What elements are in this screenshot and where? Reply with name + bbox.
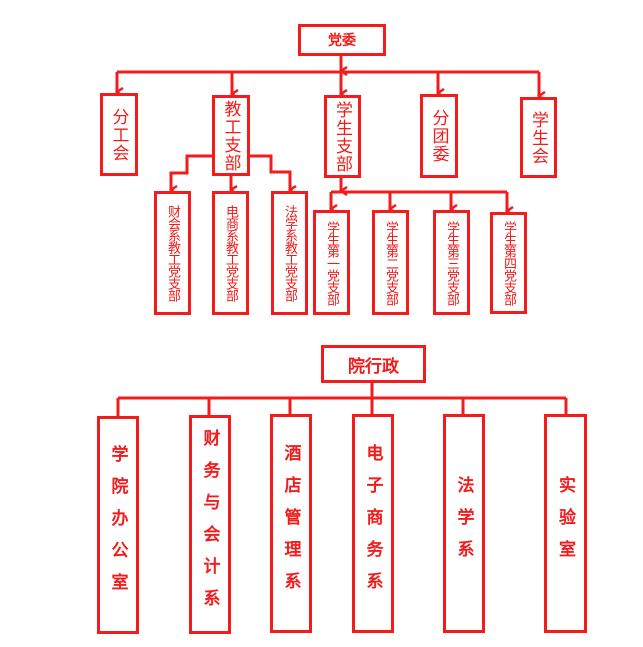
node-faculty-branch-accounting: 财会系教工党支部 [154, 191, 191, 315]
node-student-branch-3: 学生第三党支部 [433, 210, 470, 315]
node-label: 酒店管理系 [280, 443, 301, 604]
node-label: 财务与会计系 [199, 428, 220, 621]
node-label: 院行政 [348, 356, 399, 377]
node-label: 学院办公室 [107, 445, 128, 605]
node-label: 学生会 [528, 110, 548, 165]
node-faculty-branch-ecommerce: 电商系教工党支部 [212, 191, 249, 315]
node-law-dept: 法学系 [443, 414, 485, 633]
node-ecommerce-dept: 电子商务系 [352, 414, 394, 633]
node-student-branch-4: 学生第四党支部 [490, 212, 527, 314]
node-label: 分工会 [108, 107, 129, 162]
node-youth-league: 分团委 [420, 94, 458, 178]
node-label: 学生第一党支部 [324, 220, 339, 305]
node-label: 电商系教工党支部 [223, 205, 238, 301]
node-label: 电子商务系 [362, 443, 383, 604]
node-finance-accounting-dept: 财务与会计系 [189, 415, 231, 634]
node-label: 学生第二党支部 [383, 220, 398, 305]
node-hotel-management-dept: 酒店管理系 [270, 414, 312, 633]
node-label: 分团委 [428, 109, 449, 163]
node-college-office: 学院办公室 [97, 416, 139, 634]
node-faculty-branch: 教工支部 [212, 95, 250, 176]
node-student-branch-1: 学生第一党支部 [313, 210, 350, 315]
node-student-branch: 学生支部 [324, 95, 361, 178]
node-label: 学生第三党支部 [444, 220, 459, 305]
node-label: 党委 [328, 33, 356, 49]
node-faculty-branch-law: 法学系教工党支部 [271, 191, 308, 315]
node-student-branch-2: 学生第二党支部 [372, 210, 409, 315]
node-label: 法学系教工党支部 [282, 205, 297, 301]
node-label: 法学系 [453, 475, 474, 572]
node-student-union: 学生会 [520, 97, 557, 178]
node-label: 财会系教工党支部 [165, 205, 180, 301]
node-party-committee: 党委 [298, 24, 386, 56]
node-label: 教工支部 [220, 99, 241, 172]
node-label: 学生第四党支部 [501, 221, 516, 305]
node-laboratory: 实验室 [544, 414, 587, 633]
node-labor-union: 分工会 [100, 93, 138, 176]
node-label: 学生支部 [332, 100, 352, 173]
node-label: 实验室 [555, 475, 575, 572]
node-administration: 院行政 [321, 345, 426, 383]
